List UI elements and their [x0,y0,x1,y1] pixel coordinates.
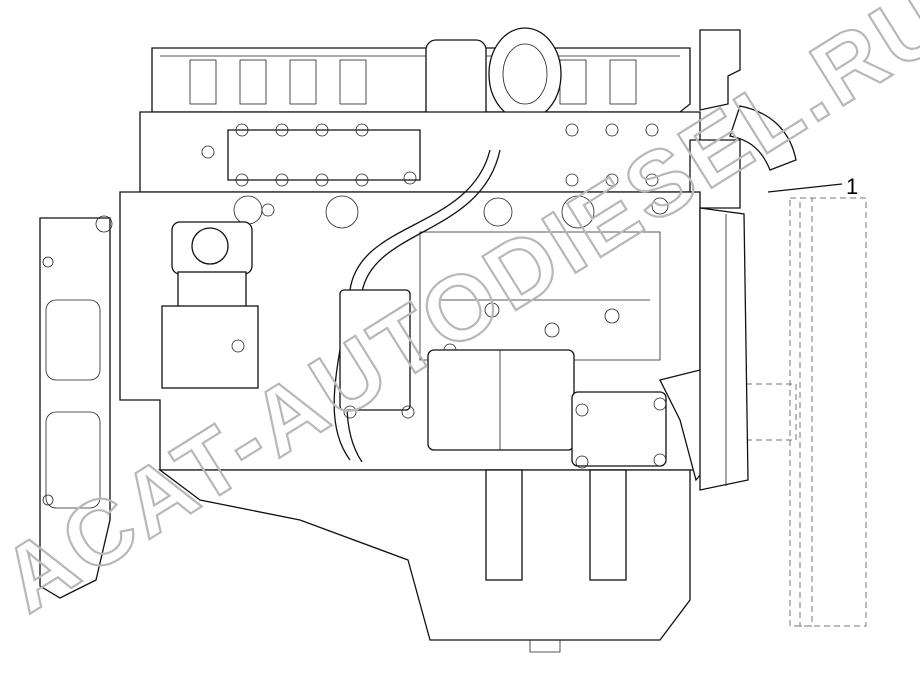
callout-1-label: 1 [846,174,858,199]
oil-pipe [333,149,501,463]
oil-filter-housing [339,289,575,451]
intake-manifold [39,215,113,599]
valve-cover [151,47,691,113]
cylinder-head [139,111,701,193]
front-pulley [699,207,749,491]
oil-pan [158,469,691,653]
part-1-dashed-outline [745,197,867,627]
exhaust-elbow [689,29,797,209]
callout-1-leader [767,183,843,193]
air-compressor [161,221,259,389]
